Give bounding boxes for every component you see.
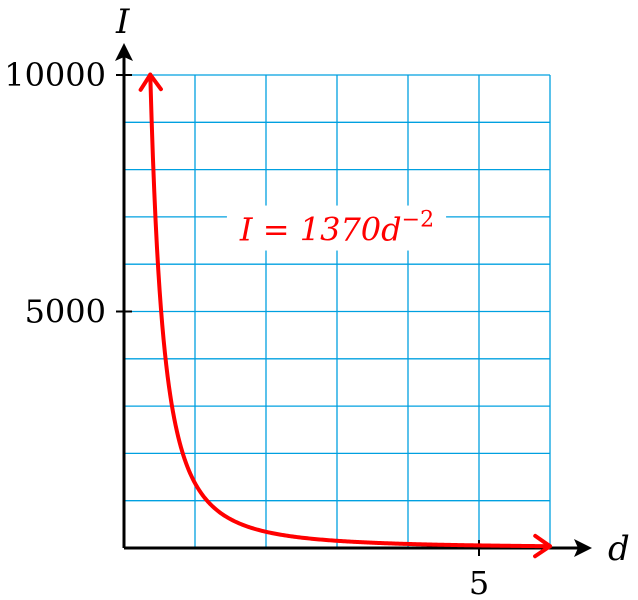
y-tick-label: 10000 — [4, 56, 106, 94]
equation-label: I = 1370d−2 — [239, 208, 434, 249]
x-axis-arrow — [574, 539, 592, 557]
equation-label-background — [226, 205, 447, 251]
curve-line — [148, 72, 552, 549]
y-axis-arrow — [115, 43, 133, 61]
curve-arrow-start — [138, 72, 163, 92]
axes — [115, 43, 592, 557]
x-axis-label: d — [608, 529, 630, 569]
x-tick-label: 5 — [469, 564, 489, 600]
labels: I = 1370d−2 d I 5 5000 10000 — [4, 2, 630, 600]
y-tick-label: 5000 — [25, 293, 106, 331]
y-axis-label: I — [115, 2, 130, 42]
curve-arrow-end — [533, 533, 552, 559]
equation-prefix: I = 1370d — [239, 211, 402, 249]
curve — [138, 72, 552, 559]
equation-exponent: −2 — [402, 208, 434, 233]
grid — [124, 74, 551, 548]
